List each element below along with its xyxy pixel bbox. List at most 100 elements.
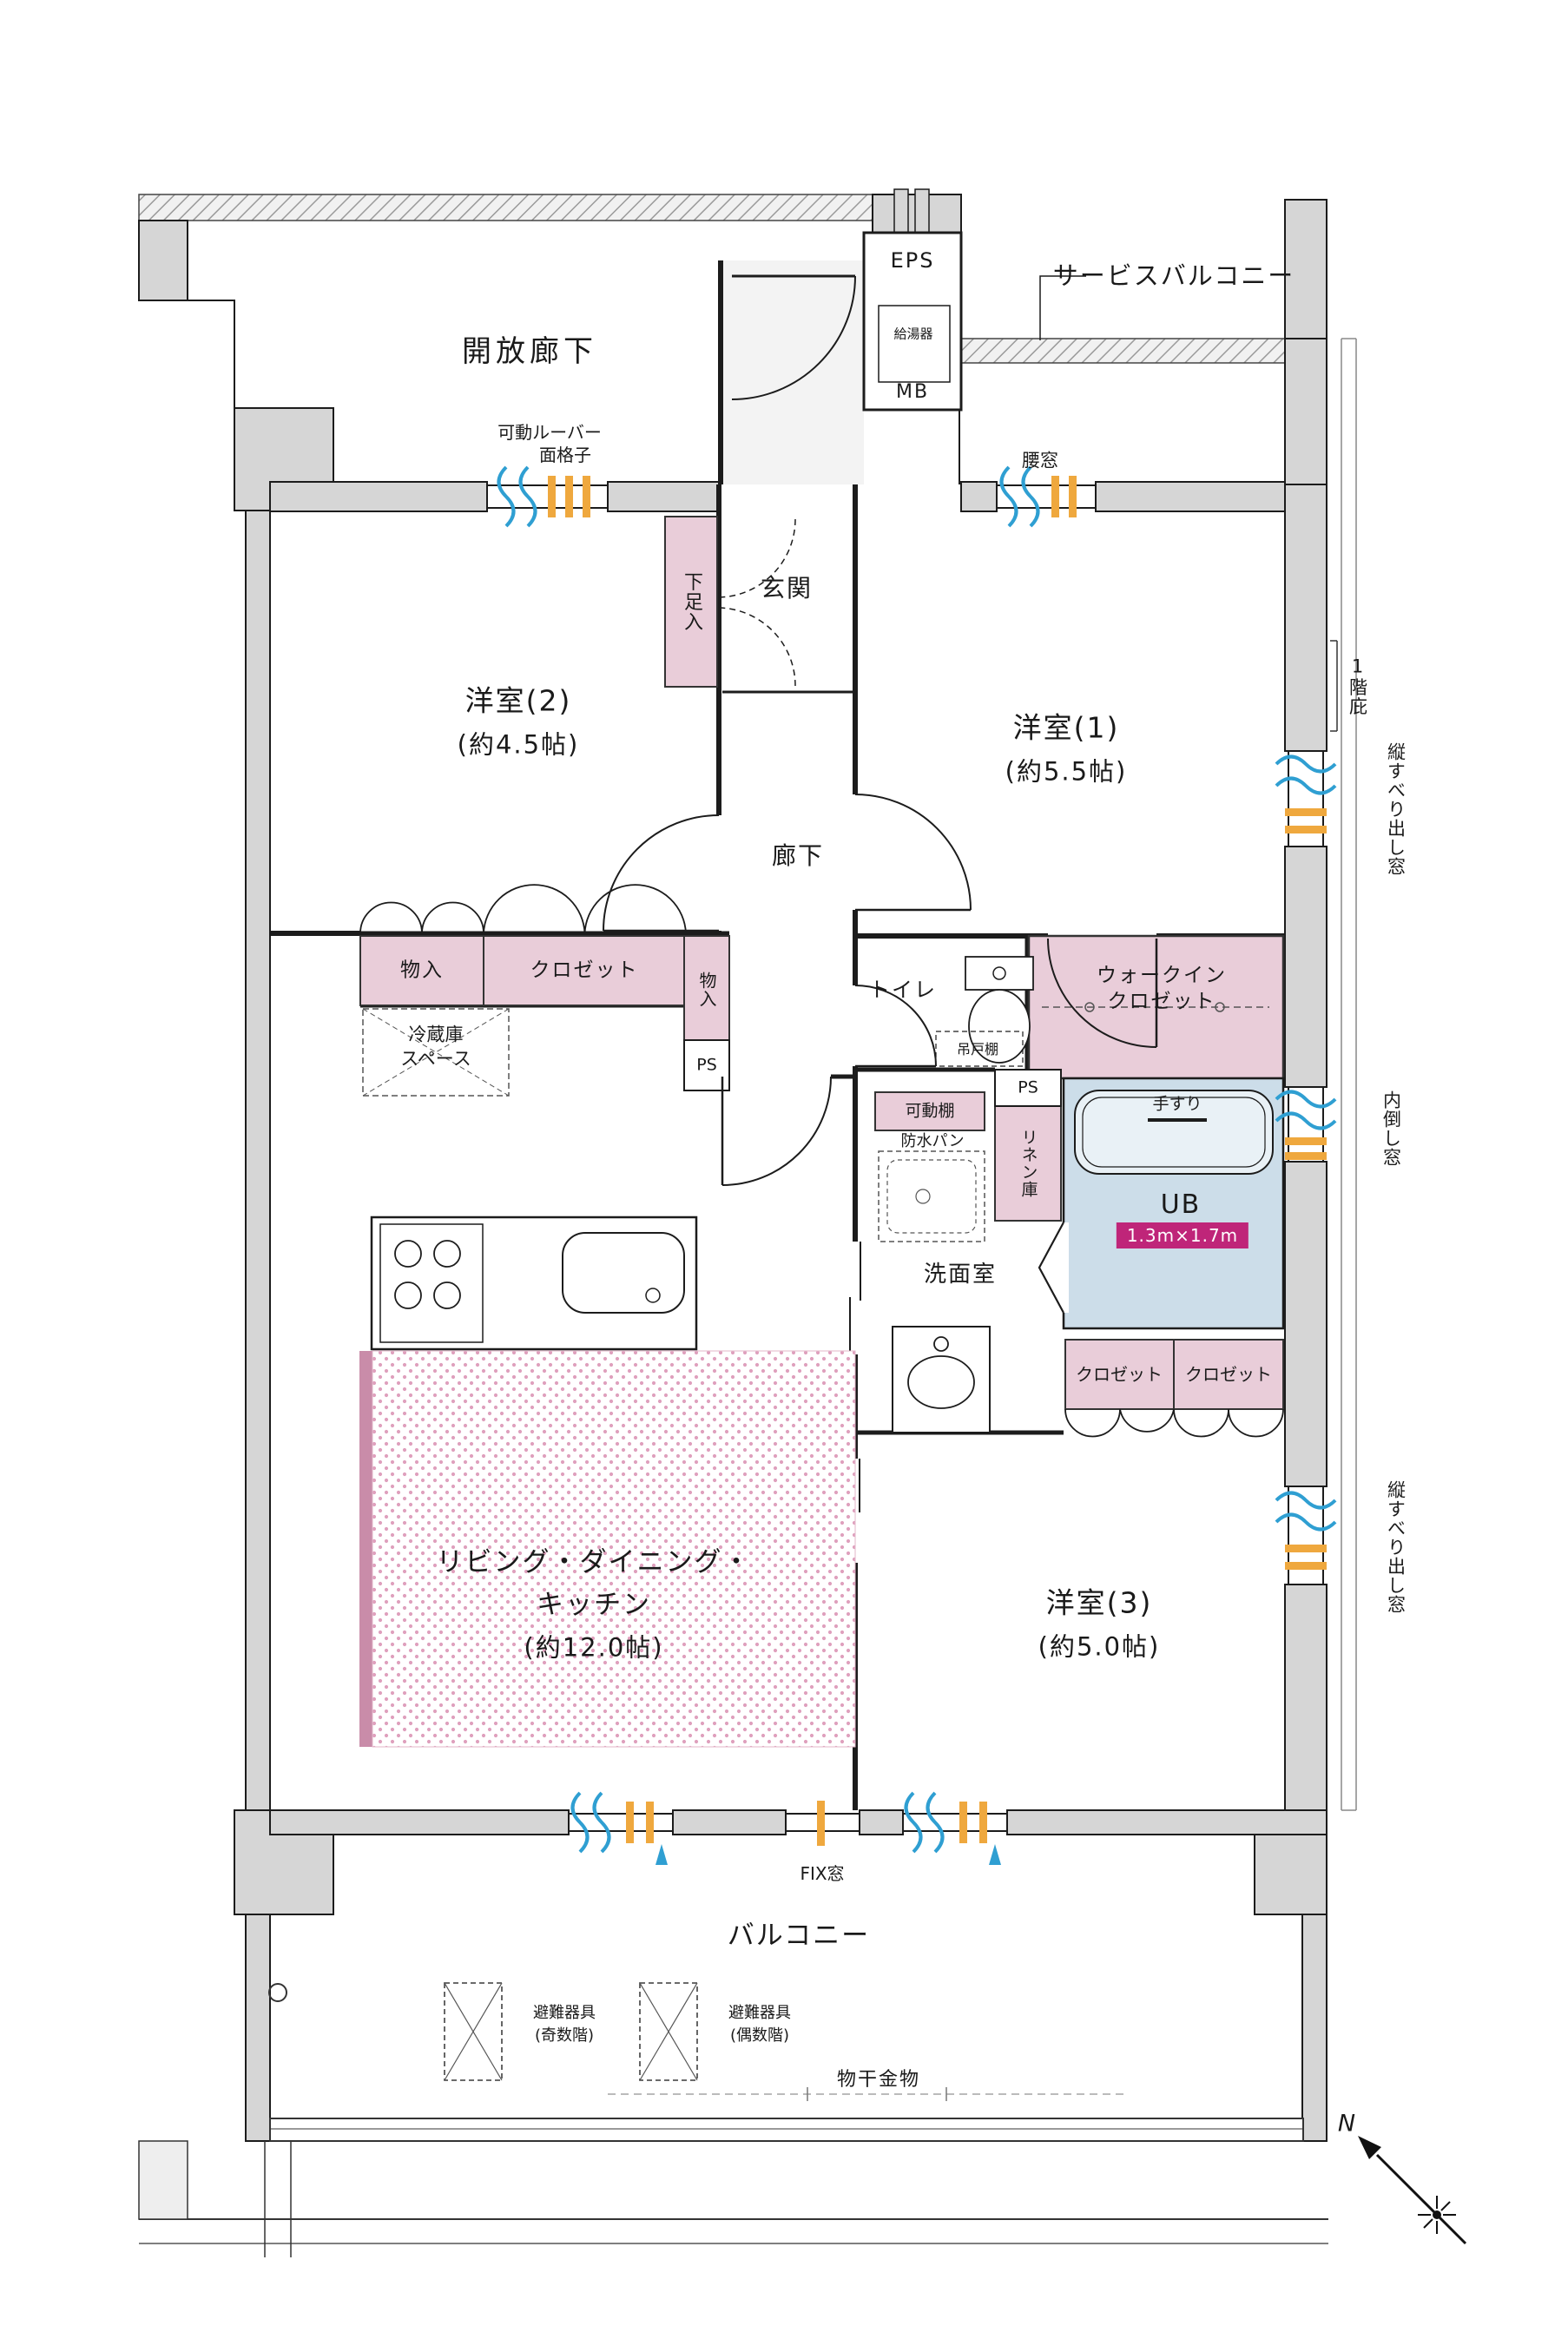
- washroom-label: 洗面室: [923, 1262, 998, 1288]
- yoshitsu2-name: 洋室(2): [464, 683, 572, 718]
- grab-bar-label: 手すり: [1152, 1094, 1202, 1114]
- hall-label: 廊下: [771, 841, 825, 870]
- bath-folding-door: [1038, 1222, 1064, 1314]
- yoshitsu2-size: (約4.5帖): [457, 729, 580, 760]
- waist-window-label: 腰窓: [1022, 450, 1058, 471]
- balcony-structures: [138, 1982, 1328, 2257]
- shoe-cabinet-door-arc: [716, 607, 796, 687]
- yoshitsu3-name: 洋室(3): [1045, 1585, 1153, 1620]
- refrigerator-space: [362, 1008, 510, 1097]
- vent-triangle-icons: [656, 1844, 1001, 1865]
- open-corridor-rail: [138, 194, 876, 408]
- first-floor-eave-lines: [1330, 338, 1357, 1811]
- yoshitsu2-door-arc: [603, 814, 720, 932]
- kitchen-counter: [370, 1216, 698, 1351]
- eps-mb-shaft: [862, 188, 963, 412]
- balcony-label: バルコニー: [727, 1920, 871, 1952]
- first-floor-eave-label: 1階庇: [1347, 656, 1368, 716]
- kitchen-sink-icon: [562, 1232, 685, 1314]
- wic-door-arc: [1047, 938, 1157, 1048]
- casement-window-label: 縦すべり出し窓: [1385, 1480, 1407, 1614]
- window-marks: [497, 465, 1337, 1865]
- ldk-floor: [359, 1350, 856, 1748]
- washer-pan-label: 防水パン: [900, 1132, 965, 1150]
- drain-icon: [268, 1983, 287, 2002]
- shoe-cabinet-label: 下足入: [681, 571, 702, 632]
- stove-icon: [379, 1223, 484, 1343]
- ldk-dotted-area: [372, 1350, 856, 1748]
- movable-shelf-box: [874, 1091, 985, 1131]
- yoshitsu1-size: (約5.5帖): [1005, 756, 1128, 787]
- front-door-arc: [731, 275, 856, 400]
- leader-lines: [1039, 275, 1086, 340]
- toilet-label: トイレ: [869, 978, 937, 1002]
- yoshitsu3-size: (約5.0帖): [1038, 1631, 1161, 1662]
- ldk-pink-strip: [359, 1351, 372, 1747]
- wic-label: ウォークイン: [1097, 964, 1227, 987]
- louver-grille-label: 可動ルーバー: [497, 422, 602, 443]
- escape-hatch-even-label: 避難器具: [728, 2004, 791, 2022]
- entry-alcove-floor: [721, 260, 864, 484]
- closet-y3a-label: クロゼット: [1076, 1364, 1163, 1385]
- closet-y2-label: クロゼット: [530, 959, 639, 982]
- escape-hatch-even-label: (偶数階): [729, 2026, 790, 2045]
- escape-hatch-icon: [639, 1982, 698, 2081]
- unit-bath-size-badge: 1.3m×1.7m: [1116, 1222, 1249, 1248]
- toilet-fixture-icon: [935, 956, 1034, 1067]
- unit-bath-label: UB: [1160, 1189, 1202, 1220]
- closet-doors: [359, 884, 1284, 1438]
- laundry-pole-bracket-icon: [608, 2087, 1129, 2101]
- window-bar-icons: [548, 476, 1327, 1846]
- laundry-hardware-label: 物干金物: [836, 2069, 921, 2091]
- vanity-sink-icon: [892, 1326, 991, 1433]
- movable-shelf-label: 可動棚: [905, 1101, 955, 1121]
- eps-label: EPS: [890, 248, 935, 273]
- closet-y3a-box: [1064, 1339, 1175, 1410]
- outer-walls: [234, 194, 1328, 2142]
- window-swoosh-icons: [497, 465, 1337, 1854]
- ldk-label: リビング・ダイニング・: [436, 1546, 752, 1578]
- compass-n-label: N: [1337, 2110, 1358, 2138]
- ldk-size: (約12.0帖): [524, 1632, 664, 1663]
- compass-north-icon: [1358, 2136, 1467, 2245]
- entrance-label: 玄関: [760, 574, 814, 603]
- monoire2-box: [683, 935, 730, 1041]
- closet-y3b-label: クロゼット: [1185, 1364, 1272, 1385]
- linen-label: リネン庫: [1018, 1129, 1038, 1198]
- ps2-box: [994, 1069, 1062, 1107]
- escape-hatch-odd-label: 避難器具: [533, 2004, 596, 2022]
- wic-label: クロゼット: [1107, 990, 1216, 1013]
- shoe-cabinet-box: [664, 516, 718, 688]
- closet-y2-box: [483, 935, 687, 1006]
- ps1-label: PS: [696, 1055, 717, 1075]
- monoire1-box: [359, 935, 484, 1006]
- fridge-space-label: 冷蔵庫: [408, 1024, 464, 1045]
- unit-bath: [1038, 1077, 1285, 1330]
- ps2-label: PS: [1018, 1077, 1038, 1097]
- fridge-space-label: スペース: [400, 1048, 471, 1070]
- open-corridor-label: 開放廊下: [462, 334, 597, 369]
- bathtub-icon: [1074, 1090, 1274, 1175]
- monoire2-label: 物入: [696, 972, 717, 1008]
- casement-window-label: 縦すべり出し窓: [1385, 742, 1407, 876]
- shoe-cabinet-door-arc: [716, 518, 796, 598]
- washer-pan-icon: [878, 1150, 985, 1242]
- monoire1-label: 物入: [400, 959, 444, 982]
- toilet-door-arc: [854, 985, 937, 1067]
- door-swings: [603, 274, 1158, 1186]
- service-balcony-rail: [959, 199, 1328, 484]
- ldk-door-arc: [721, 1076, 832, 1186]
- yoshitsu1-name: 洋室(1): [1012, 710, 1120, 745]
- tilt-window-label: 内倒し窓: [1380, 1090, 1402, 1167]
- water-heater-label: 給湯器: [893, 326, 933, 342]
- fix-window-label: FIX窓: [800, 1863, 845, 1884]
- louver-grille-label: 面格子: [539, 445, 591, 465]
- escape-hatch-odd-label: (奇数階): [534, 2026, 595, 2045]
- hanging-cupboard-label: 吊戸棚: [956, 1041, 999, 1057]
- yoshitsu1-door-arc: [854, 794, 972, 911]
- hanging-cupboard-box: [935, 1031, 1024, 1067]
- mb-label: MB: [895, 381, 930, 403]
- service-balcony-label: サービスバルコニー: [1052, 260, 1295, 291]
